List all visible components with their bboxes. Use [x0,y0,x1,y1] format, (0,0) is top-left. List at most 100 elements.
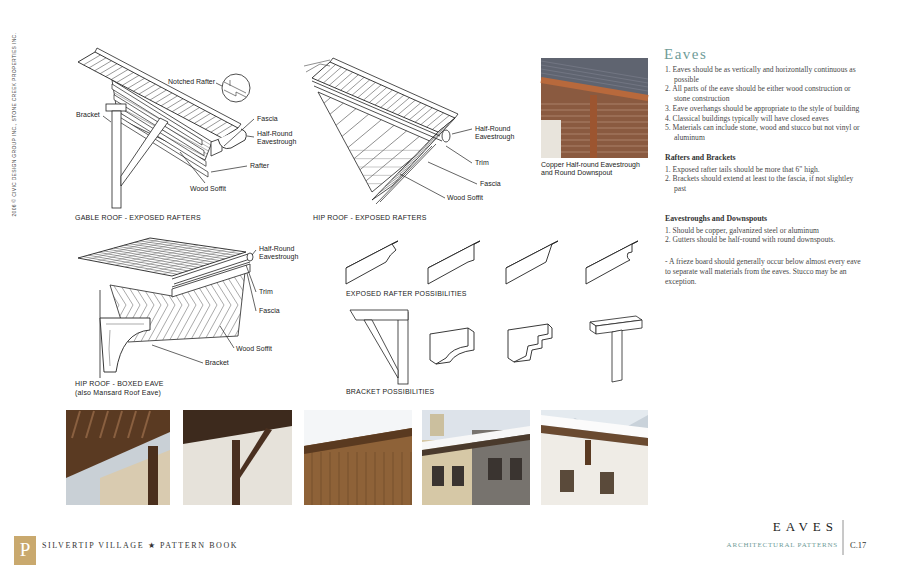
drawing-line [152,345,203,363]
copyright-note: 2006 © CIVIC DESIGN GROUP INC., STONE CR… [11,42,17,217]
part-label: Fascia [259,307,280,315]
eavestrough [312,81,442,141]
hatch-line [139,84,156,94]
page-number: C.17 [850,540,866,550]
soffit-board [223,270,245,345]
plank-line [321,452,322,505]
eave [422,434,530,456]
plank-line [348,452,349,505]
rafter [368,183,383,184]
hatch-line [392,98,409,113]
hip-roof-plane [372,118,455,200]
rafter-edge [474,241,480,244]
rafter [342,114,369,136]
eave [541,425,648,446]
section-subtitle: ARCHITECTURAL PATTERNS [727,541,838,550]
hatch-line [421,110,438,124]
rafter-edge [552,241,558,244]
brick-wall [541,58,648,158]
gable-roof-drawing [78,48,254,208]
hatch-line [144,87,161,97]
rafter-edge [392,241,398,244]
figure-caption: EXPOSED RAFTER POSSIBILITIES [346,290,467,299]
hatch-line [117,72,134,82]
hatch-line [183,108,199,118]
hatch-line [418,138,436,152]
bracket-arm [350,310,408,320]
drawing-line [224,119,254,146]
part-label: Half-Round Eavestrough [475,125,527,141]
soffit-board [160,270,182,345]
eave [183,410,292,444]
roof-deck [78,238,246,276]
guideline-item: 4. Classical buildings typically will ha… [665,114,863,124]
hatch-line [133,81,150,91]
rafter [363,175,392,176]
window [488,458,502,480]
plank-line [411,452,412,505]
bracket [100,318,150,372]
rafter [114,411,122,438]
window [510,458,522,480]
figure-caption: HIP ROOF - EXPOSED RAFTERS [313,214,427,223]
soffit-board [69,270,91,345]
window-frame [541,120,561,158]
hatch-line [341,75,359,91]
copper-downspout [590,95,597,158]
bracket-brace [121,118,168,186]
hatch-line [87,239,159,259]
hatch-line [412,145,430,159]
bracket-stepped [508,324,552,362]
hatch-line [156,93,172,103]
section-heading: Eavestroughs and Downspouts [665,214,863,224]
hatch-line [323,67,341,83]
hatch-line [335,72,353,88]
eavestrough-end [442,130,450,142]
hatch-line [106,242,179,263]
soffit-board [13,270,35,345]
soffit-board [237,270,259,345]
hatch-line [89,58,106,68]
fascia [376,144,436,204]
plank-line [312,452,313,505]
hatch-line [318,65,336,81]
sky [66,410,170,505]
part-label: Wood Soffit [236,345,272,353]
hatch-line [346,77,364,92]
part-label: Bracket [76,111,100,119]
soffit-board [258,270,280,345]
hatch-line [172,102,188,112]
sky [422,410,530,505]
rafter-tail [346,244,396,284]
hatch-line [153,249,227,272]
figure-caption: GABLE ROOF - EXPOSED RAFTERS [75,214,201,223]
soffit-board [167,270,189,345]
drawing-line [428,162,477,184]
rafter-tail [428,244,474,284]
plank-line [366,452,367,505]
figure-caption: BRACKET POSSIBILITIES [346,388,435,397]
hatch-line [122,75,139,85]
hatch-line [425,132,443,146]
bracket [232,440,240,505]
boxed-eave-drawing [6,238,315,378]
drawing-line [180,152,205,183]
rafter-tail [506,244,552,284]
drawing-line [103,116,111,122]
eave-edge [304,428,412,454]
fascia [172,264,250,297]
part-label: Fascia [257,115,278,123]
bracket-brace [240,428,272,478]
soffit-board [174,270,196,345]
drawing-line [446,146,472,163]
rafter [86,411,94,438]
soffit-board [34,270,56,345]
bracket-post [112,111,121,208]
plank-line [393,452,394,505]
rafter [350,150,423,151]
wood-wall [304,410,412,505]
rafter [359,167,403,168]
logo-box [14,536,36,565]
rafter-tail [586,244,632,284]
hatch-line [364,85,382,100]
